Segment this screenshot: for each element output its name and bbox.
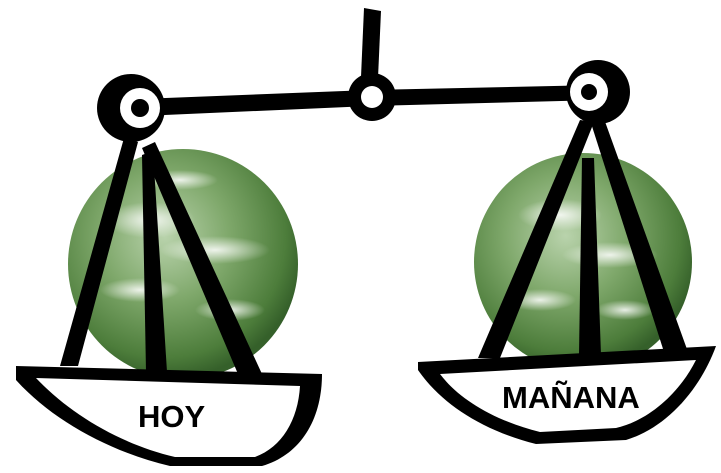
right-pan (418, 346, 716, 444)
right-hook (566, 60, 630, 124)
scale-stem (361, 8, 381, 78)
right-strings (478, 116, 688, 358)
left-hook (97, 74, 165, 142)
left-strings (60, 138, 262, 374)
label-manana: MAÑANA (502, 380, 640, 415)
center-pivot (348, 73, 396, 121)
left-globe (68, 149, 298, 379)
label-hoy: HOY (138, 399, 206, 434)
left-pan (16, 366, 322, 466)
